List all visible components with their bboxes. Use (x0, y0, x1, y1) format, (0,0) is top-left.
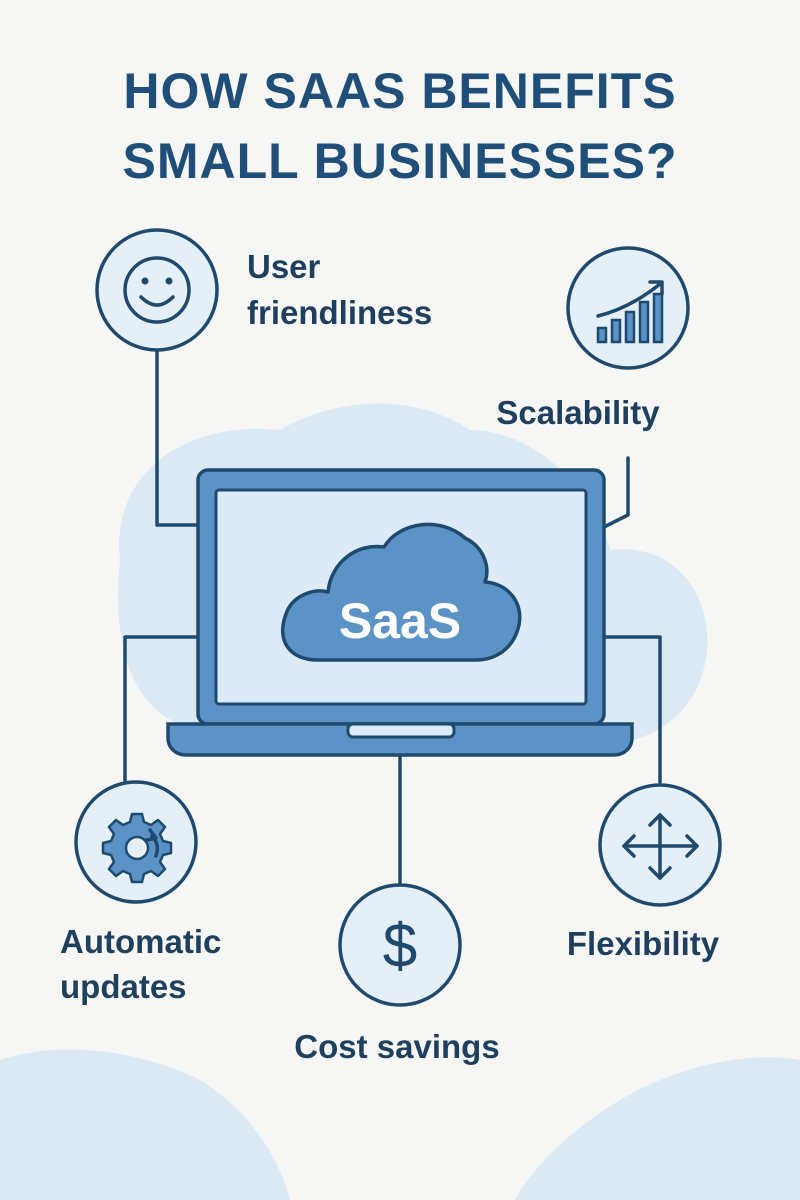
node-automatic-updates (74, 780, 198, 904)
move-arrows-icon (622, 813, 699, 880)
node-flexibility (598, 783, 722, 907)
node-cost-savings: $ (338, 883, 462, 1007)
cloud-icon: SaaS (280, 522, 522, 662)
label-automatic-updates-line-1: Automatic (60, 923, 221, 960)
node-user-friendliness (95, 228, 219, 352)
connector-scalability (602, 456, 630, 529)
page-title-line-2: SMALL BUSINESSES? (122, 133, 677, 189)
background-blob-bottom-left (0, 1049, 290, 1200)
gear-refresh-icon (101, 812, 173, 884)
connector-user-friendliness (155, 348, 202, 527)
connector-automatic-updates (123, 635, 202, 784)
smiley-icon (123, 256, 191, 324)
background-blob-bottom-right (515, 1057, 800, 1200)
label-user-friendliness-line-2: friendliness (247, 294, 432, 331)
connector-flexibility (602, 635, 662, 784)
dollar-icon: $ (383, 912, 417, 981)
label-scalability: Scalability (496, 394, 660, 431)
label-user-friendliness-line-1: User (247, 248, 321, 285)
node-scalability (566, 246, 690, 370)
label-cost-savings: Cost savings (294, 1028, 499, 1065)
label-automatic-updates-line-2: updates (60, 968, 187, 1005)
page-title-line-1: HOW SAAS BENEFITS (123, 63, 676, 119)
saas-label: SaaS (339, 593, 461, 649)
growth-chart-icon (596, 280, 664, 344)
label-flexibility: Flexibility (567, 925, 720, 962)
